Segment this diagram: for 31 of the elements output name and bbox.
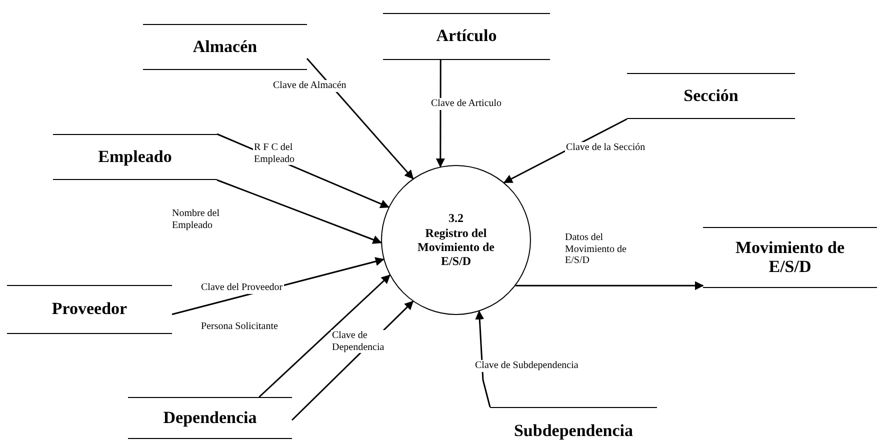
edge-label: Clave de Articulo	[430, 98, 503, 110]
data-store	[7, 285, 172, 334]
process-name: Registro del Movimiento de E/S/D	[416, 226, 496, 269]
data-store	[128, 397, 292, 439]
edge-label: Clave de la Sección	[565, 142, 646, 154]
arrow	[516, 281, 704, 290]
store-name: Sección	[684, 86, 738, 106]
store-name: Almacén	[192, 38, 258, 56]
store-name: Movimiento de E/S/D	[735, 238, 845, 276]
arrow	[436, 60, 445, 168]
data-store	[703, 227, 877, 288]
data-store	[53, 134, 217, 180]
arrow	[258, 274, 390, 398]
store-name: Artículo	[436, 27, 497, 46]
store-name: Proveedor	[52, 300, 128, 319]
store-name: Empleado	[98, 148, 172, 166]
process-number: 3.2	[448, 211, 464, 226]
arrow	[216, 179, 382, 244]
data-store	[143, 24, 307, 70]
edge-label: Clave de Subdependencia	[474, 360, 580, 372]
arrow	[475, 310, 491, 408]
edge-label: Clave del Proveedor	[200, 282, 284, 294]
edge-label: Persona Solicitante	[200, 321, 279, 332]
arrow	[306, 58, 414, 180]
process-circle	[381, 165, 531, 315]
store-name: Dependencia	[163, 408, 257, 428]
data-store	[383, 13, 550, 60]
edge-label: Clave de Almacén	[272, 80, 348, 92]
data-store	[627, 73, 795, 119]
store-name: Subdependencia	[514, 422, 634, 441]
data-store	[490, 407, 657, 441]
